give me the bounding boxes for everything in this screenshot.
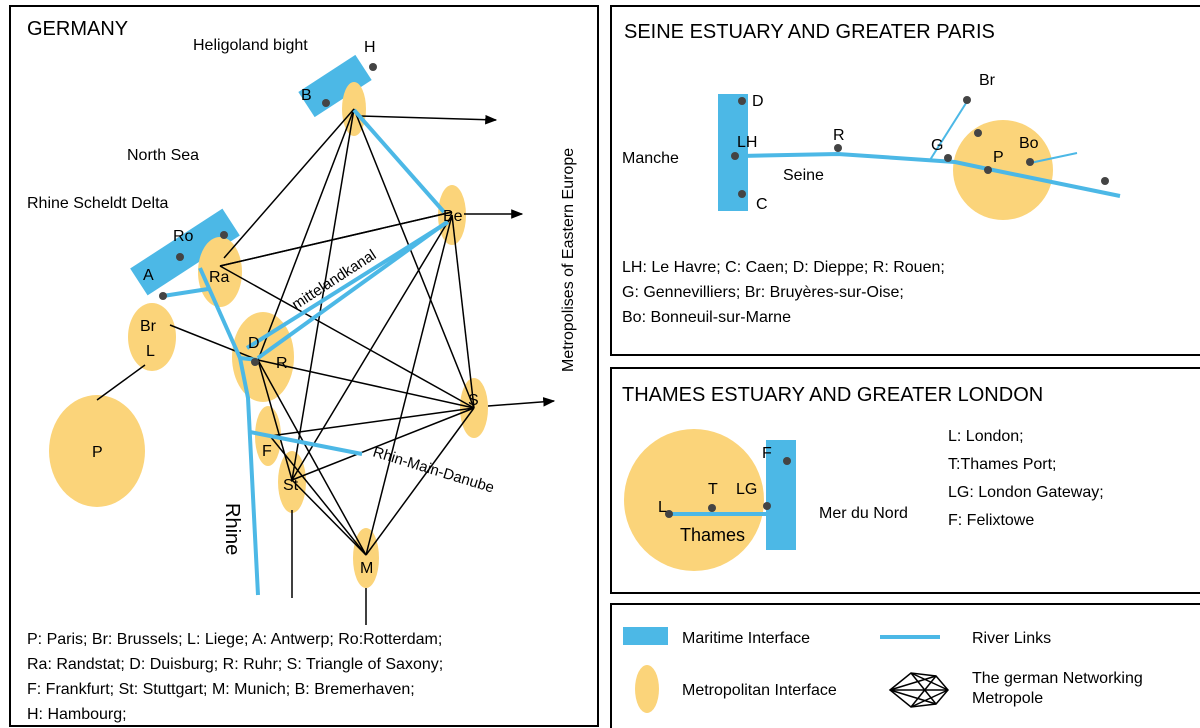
thames-river-label: Thames [680, 525, 745, 545]
germany-river-links [162, 108, 450, 596]
region-rhine-delta: Rhine Scheldt Delta [27, 195, 169, 212]
node-A: A [143, 267, 154, 284]
legend-network-label-2: Metropole [972, 690, 1043, 707]
thames-metro-london [624, 429, 764, 571]
seine-location-dots [731, 96, 1109, 198]
thames-node-LG: LG [736, 481, 757, 498]
seine-metro-paris [953, 120, 1053, 220]
node-Be: Be [443, 208, 463, 225]
seine-node-C: C [756, 196, 768, 213]
seine-node-Br: Br [979, 72, 996, 89]
thames-node-L: L [658, 499, 667, 516]
seine-frame [610, 5, 1200, 356]
germany-legend-line-2: Ra: Randstat; D: Duisburg; R: Ruhr; S: T… [27, 656, 443, 673]
thames-node-T: T [708, 481, 718, 498]
germany-legend-line-3: F: Frankfurt; St: Stuttgart; M: Munich; … [27, 681, 415, 698]
metro-DR-ellipse [232, 312, 294, 402]
metro-P-ellipse [49, 395, 145, 507]
thames-panel: THAMES ESTUARY AND GREATER LONDON L T LG… [610, 367, 1200, 594]
node-D: D [248, 335, 260, 352]
thames-legend-line-2: T:Thames Port; [948, 456, 1056, 473]
thames-node-F: F [762, 445, 772, 462]
thames-legend-line-3: LG: London Gateway; [948, 484, 1104, 501]
region-north-sea: North Sea [127, 147, 199, 164]
germany-legend-line-1: P: Paris; Br: Brussels; L: Liege; A: Ant… [27, 631, 442, 648]
region-heligoland: Heligoland bight [193, 37, 308, 54]
thames-legend-line-1: L: London; [948, 428, 1024, 445]
seine-river-label: Seine [783, 167, 824, 184]
seine-node-LH: LH [737, 134, 757, 151]
seine-legend-line-1: LH: Le Havre; C: Caen; D: Dieppe; R: Rou… [622, 259, 945, 276]
legend-metropolitan-swatch [635, 665, 659, 713]
node-Ro: Ro [173, 228, 194, 245]
node-H: H [364, 39, 376, 56]
thames-maritime-interface [766, 440, 796, 550]
legend-maritime-swatch [623, 627, 668, 645]
seine-legend-line-2: G: Gennevilliers; Br: Bruyères-sur-Oise; [622, 284, 904, 301]
node-B: B [301, 87, 312, 104]
seine-sea-label: Manche [622, 150, 679, 167]
node-St: St [283, 477, 299, 494]
seine-title: SEINE ESTUARY AND GREATER PARIS [624, 21, 995, 43]
maritime-interface-rhine-delta [130, 208, 240, 296]
legend-panel: Maritime Interface River Links Metropoli… [610, 603, 1200, 728]
legend-network-label-1: The german Networking [972, 670, 1143, 687]
germany-frame [9, 5, 599, 727]
legend-river-label: River Links [972, 630, 1051, 647]
node-P: P [92, 444, 103, 461]
thames-sea-label: Mer du Nord [819, 505, 908, 522]
region-eastern-europe: Metropolises of Eastern Europe [560, 148, 577, 372]
metro-M-ellipse [353, 528, 379, 588]
germany-location-dots [159, 63, 377, 366]
germany-panel: GERMANY [9, 5, 599, 727]
thames-frame [610, 367, 1200, 594]
germany-legend-line-4: H: Hambourg; [27, 706, 127, 723]
germany-network-lines [96, 108, 556, 625]
seine-panel: SEINE ESTUARY AND GREATER PARIS D LH C R… [610, 5, 1200, 356]
germany-title: GERMANY [27, 18, 128, 40]
seine-node-Bo: Bo [1019, 135, 1039, 152]
metro-St-ellipse [278, 451, 306, 513]
node-M: M [360, 560, 373, 577]
seine-node-D: D [752, 93, 764, 110]
node-Br: Br [140, 318, 157, 335]
node-Ra: Ra [209, 269, 230, 286]
seine-node-G: G [931, 137, 943, 154]
river-rhin-main-danube: Rhin-Main-Danube [371, 444, 496, 497]
river-rhine: Rhine [221, 503, 243, 555]
seine-river-links [739, 99, 1121, 198]
maritime-interface-heligoland [298, 54, 372, 118]
thames-title: THAMES ESTUARY AND GREATER LONDON [622, 384, 1043, 406]
legend-network-icon [888, 672, 949, 708]
seine-node-P: P [993, 149, 1004, 166]
thames-legend-line-4: F: Felixtowe [948, 512, 1034, 529]
node-S: S [468, 392, 479, 409]
node-F: F [262, 443, 272, 460]
node-L: L [146, 343, 155, 360]
legend-frame [610, 603, 1200, 728]
seine-legend-line-3: Bo: Bonneuil-sur-Marne [622, 309, 791, 326]
thames-location-dots [665, 457, 791, 518]
metro-BrL-ellipse [128, 303, 176, 371]
legend-maritime-label: Maritime Interface [682, 630, 810, 647]
legend-metropolitan-label: Metropolitan Interface [682, 682, 837, 699]
seine-node-R: R [833, 127, 845, 144]
node-R: R [276, 355, 288, 372]
